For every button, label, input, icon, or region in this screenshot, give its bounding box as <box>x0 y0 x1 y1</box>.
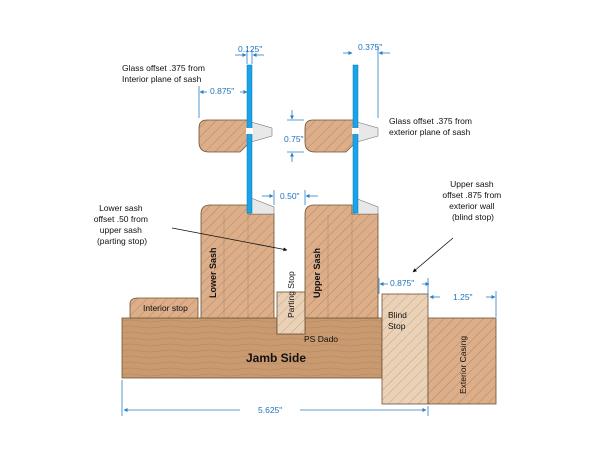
dim-jamb-width: 5.625" <box>121 380 429 416</box>
glass-break-lower <box>246 128 253 134</box>
dim-sash-gap-vertical: 0.75" <box>284 110 304 162</box>
dim-rail-offset: 0.875" <box>198 86 248 118</box>
upper-sash-rail <box>304 204 379 319</box>
note-glass-interior: Glass offset .375 from Interior plane of… <box>122 63 207 84</box>
dim-sash-gap-vertical-label: 0.75" <box>284 134 304 144</box>
note-lower-sash-offset: Lower sash offset .50 from upper sash (p… <box>94 203 151 246</box>
dim-sash-gap: 0.50" <box>262 190 318 205</box>
glazing-bead-upper <box>354 197 379 215</box>
dim-jamb-width-label: 5.625" <box>258 405 282 415</box>
label-blind-stop: Blind Stop <box>388 310 409 331</box>
interior-stop <box>129 297 199 319</box>
dim-casing-offset-label: 1.25" <box>453 292 473 302</box>
jamb-side-board <box>121 317 383 379</box>
leader-lower-sash-offset <box>171 227 288 252</box>
glass-upper-sash <box>352 64 359 214</box>
leader-upper-sash-offset <box>412 237 454 273</box>
dim-sash-gap-label: 0.50" <box>280 191 300 201</box>
dim-glass-right-label: 0.375" <box>358 42 382 52</box>
exterior-casing <box>427 317 497 405</box>
label-interior-stop: Interior stop <box>143 303 188 313</box>
dim-blind-stop: 0.875" <box>378 278 430 294</box>
dim-rail-offset-label: 0.875" <box>210 86 234 96</box>
dim-glass-left-label: 0.125" <box>238 44 262 54</box>
upper-sash-meeting-rail <box>304 119 379 153</box>
label-exterior-casing: Exterior Casing <box>458 336 468 394</box>
dim-glass-left: 0.125" <box>235 44 264 64</box>
note-glass-exterior: Glass offset .375 from exterior plane of… <box>389 116 474 137</box>
label-ps-dado: PS Dado <box>304 334 338 344</box>
label-lower-sash: Lower Sash <box>208 247 218 298</box>
glass-lower-sash <box>246 64 253 214</box>
label-parting-stop: Parting Stop <box>286 271 296 318</box>
lower-sash-meeting-rail <box>198 119 273 153</box>
dim-glass-right: 0.375" <box>343 42 390 118</box>
dim-casing-offset: 1.25" <box>429 291 497 317</box>
note-upper-sash-offset: Upper sash offset .875 from exterior wal… <box>442 179 503 222</box>
dim-blind-stop-label: 0.875" <box>390 278 414 288</box>
label-jamb-side: Jamb Side <box>246 351 306 365</box>
label-upper-sash: Upper Sash <box>312 248 322 298</box>
glass-break-upper <box>352 128 359 134</box>
parting-stop <box>276 291 306 335</box>
glazing-bead-lower <box>250 197 275 215</box>
